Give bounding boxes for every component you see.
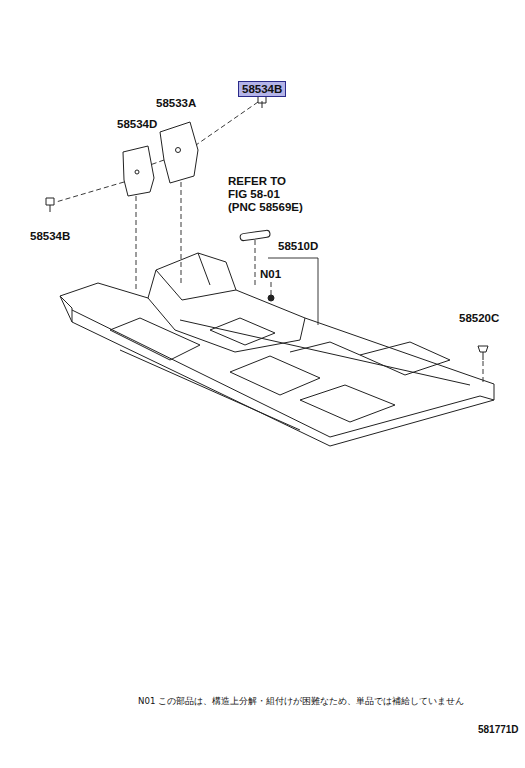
callout-number: REFER TO FIG 58-01 (PNC 58569E) <box>228 175 304 215</box>
callout-number: 58510D <box>278 240 318 253</box>
hole <box>176 148 181 153</box>
bolt <box>258 96 266 108</box>
figure-number: 581771D <box>478 724 519 736</box>
hole <box>135 170 139 174</box>
callout-number: 58534B <box>30 230 70 243</box>
n01-part <box>268 295 274 301</box>
bolt <box>46 198 54 212</box>
note: N01 この部品は、構造上分解・組付けが困難なため、単品では補給していません <box>138 697 464 707</box>
callout-number: 58534D <box>117 118 157 131</box>
callout-number: N01 <box>260 268 281 281</box>
carpet-edge <box>60 296 494 437</box>
callout-number: 58533A <box>156 97 196 110</box>
carpet-detail <box>110 318 470 430</box>
bracket-58534D <box>123 146 154 196</box>
part-number: 58534B <box>242 83 282 95</box>
callout-number: 58520C <box>459 312 499 325</box>
leader-lines <box>56 102 483 385</box>
highlighted-part-number: 58534B <box>238 81 286 97</box>
floor-carpet <box>60 253 494 446</box>
clip-58520C <box>478 346 488 360</box>
bracket-58533A <box>160 122 198 183</box>
clip <box>240 230 271 241</box>
